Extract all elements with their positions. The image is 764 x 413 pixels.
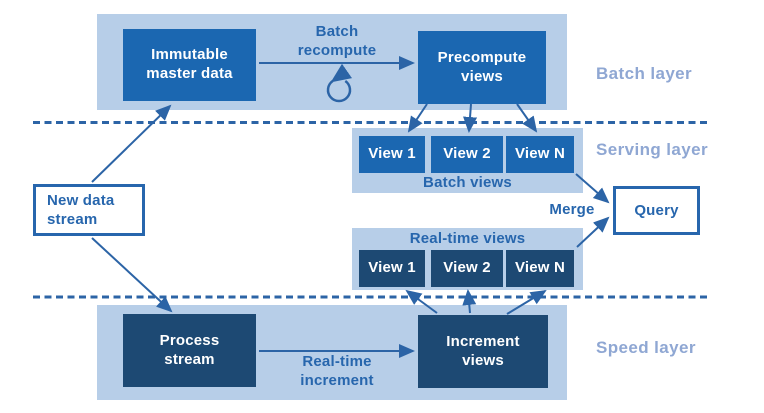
batch-recompute-label: Batch recompute xyxy=(297,23,377,59)
batch-layer-label: Batch layer xyxy=(596,64,693,83)
serving-layer-label: Serving layer xyxy=(596,140,708,159)
precompute-views-box: Precompute views xyxy=(418,31,546,104)
immutable-master-data-box: Immutable master data xyxy=(123,29,256,101)
arrow-newdata-to-process xyxy=(91,237,173,313)
increment-views-box: Increment views xyxy=(418,315,548,388)
realtime-view-n-box: View N xyxy=(506,250,574,287)
merge-label: Merge xyxy=(549,201,595,218)
arrow-newdata-to-master xyxy=(91,104,172,183)
realtime-view-1-box: View 1 xyxy=(359,250,425,287)
speed-layer-label: Speed layer xyxy=(596,338,696,357)
batch-view-2-box: View 2 xyxy=(431,136,503,173)
batch-view-1-box: View 1 xyxy=(359,136,425,173)
realtime-views-caption: Real-time views xyxy=(409,230,526,247)
realtime-view-2-box: View 2 xyxy=(431,250,503,287)
new-data-stream-box: New data stream xyxy=(33,184,145,236)
process-stream-box: Process stream xyxy=(123,314,256,387)
batch-view-n-box: View N xyxy=(506,136,574,173)
batch-views-caption: Batch views xyxy=(423,174,512,191)
realtime-increment-label: Real-time increment xyxy=(300,353,374,389)
query-box: Query xyxy=(613,186,700,235)
